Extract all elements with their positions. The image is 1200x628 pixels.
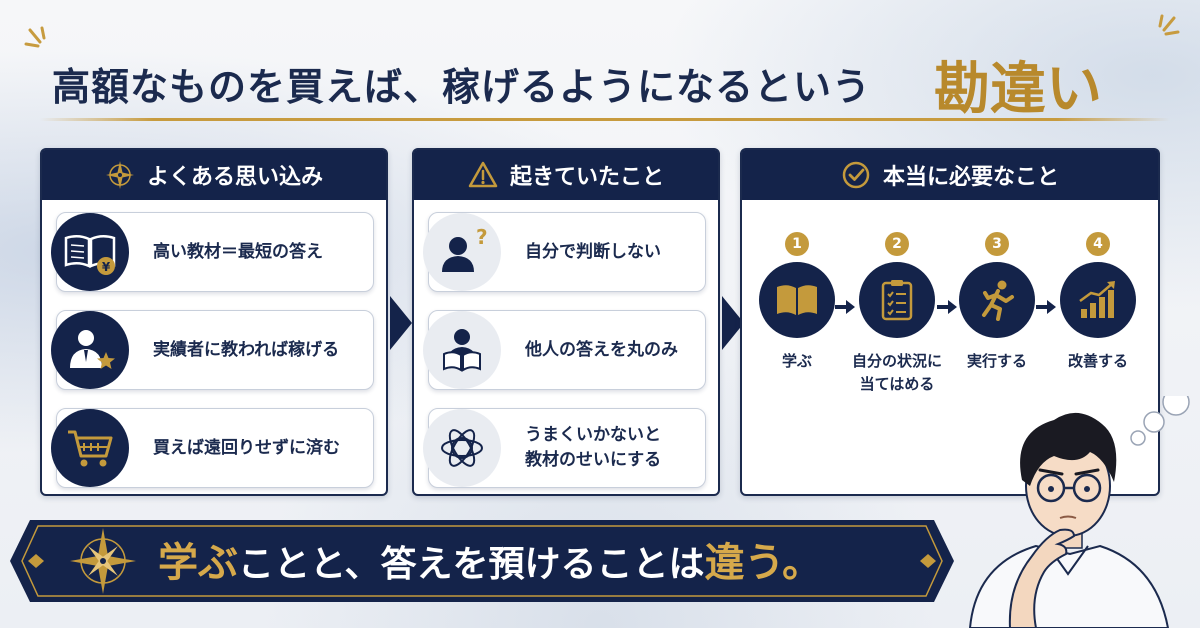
item-icon-circle [51,409,129,487]
sparkle-icon [24,26,46,48]
item-icon-circle: ? [423,213,501,291]
conclusion-banner: 学ぶことと、答えを預けることは違う。 [8,516,956,606]
clipboard-checklist-icon [881,280,913,321]
item-icon-circle [423,409,501,487]
chevron-right-icon [722,296,744,350]
compass-icon [70,528,136,594]
banner-ribbon [10,520,954,602]
step-icon-circle [959,262,1035,338]
title-underline [40,118,1170,121]
list-item: 実績者に教われば稼げる [51,310,374,390]
step-3: 3 実行する [942,232,1052,373]
check-circle-icon [842,161,870,189]
shopping-cart-icon [68,430,113,467]
list-item: うまくいかないと 教材のせいにする [423,408,706,488]
warning-icon [468,161,498,188]
svg-text:?: ? [476,225,488,249]
panel-header-label: 本当に必要なこと [882,165,1059,190]
step-number: 4 [1086,232,1110,256]
tangled-thread-icon [441,429,483,467]
panel-header: よくある思い込み [42,150,386,200]
list-item: 他人の答えを丸のみ [423,310,706,390]
item-icon-circle [423,311,501,389]
sparkle-icon [1158,14,1180,36]
step-number: 3 [985,232,1009,256]
item-icon-circle: ¥ [51,213,129,291]
step-label: 実行する [966,352,1027,370]
step-4: 4 改善する [1043,232,1153,373]
arrow-right-icon [835,300,855,314]
step-label: 自分の状況に 当てはめる [842,350,952,395]
item-label-line: 教材のせいにする [525,450,662,470]
open-book-icon [777,285,817,315]
chevron-right-icon [390,296,412,350]
step-label-line: 自分の状況に [851,352,942,370]
item-icon-circle [51,311,129,389]
book-yen-icon: ¥ [64,235,116,275]
panel-header: 起きていたこと [414,150,718,200]
step-number: 2 [885,232,909,256]
conclusion-text: 学ぶことと、答えを預けることは違う。 [158,530,822,588]
step-number: 1 [785,232,809,256]
panel-header-label: よくある思い込み [146,165,323,190]
thinking-man-illustration [968,396,1190,628]
page-title-accent: 勘違い [934,56,1102,122]
item-label: 自分で判断しない [525,241,661,262]
step-1: 1 学ぶ [742,232,852,373]
panel-common-beliefs: よくある思い込み ¥ 高い教材＝最短の答え 実績者に教われば稼げる [40,148,388,496]
step-label-line: 当てはめる [859,374,935,393]
item-label: うまくいかないと 教材のせいにする [525,423,697,472]
item-label: 高い教材＝最短の答え [153,241,323,262]
item-label: 他人の答えを丸のみ [525,339,678,360]
step-icon-circle [1060,262,1136,338]
conclusion-middle: ことと、答えを預けることは [238,543,705,585]
person-question-icon: ? [442,225,488,272]
step-label: 改善する [1067,352,1128,370]
item-label: 買えば遠回りせずに済む [153,437,340,458]
step-2: 2 自分の状況に 当てはめる [842,232,952,395]
list-item: 買えば遠回りせずに済む [51,408,374,488]
svg-text:¥: ¥ [102,260,111,274]
step-icon-circle [859,262,935,338]
panel-header-label: 起きていたこと [509,165,664,190]
person-reading-icon [443,329,481,372]
arrow-right-icon [1036,300,1056,314]
list-item: ¥ 高い教材＝最短の答え [51,212,374,292]
running-person-icon [982,280,1014,321]
panel-what-happened: 起きていたこと ? 自分で判断しない 他人の答えを丸のみ [412,148,720,496]
title-area: 高額なものを買えば、稼げるようになるという 勘違い [0,14,1200,140]
step-label: 学ぶ [781,352,812,370]
step-icon-circle [759,262,835,338]
item-label: 実績者に教われば稼げる [153,339,340,360]
arrow-right-icon [937,300,957,314]
expert-star-icon [70,330,115,369]
page-title: 高額なものを買えば、稼げるようになるという [52,64,872,109]
conclusion-emphasis: 違う。 [704,539,823,586]
panel-header: 本当に必要なこと [742,150,1158,200]
list-item: ? 自分で判断しない [423,212,706,292]
conclusion-emphasis: 学ぶ [158,539,238,586]
growth-chart-icon [1079,281,1115,318]
item-label-line: うまくいかないと [525,425,661,446]
compass-icon [105,161,134,189]
